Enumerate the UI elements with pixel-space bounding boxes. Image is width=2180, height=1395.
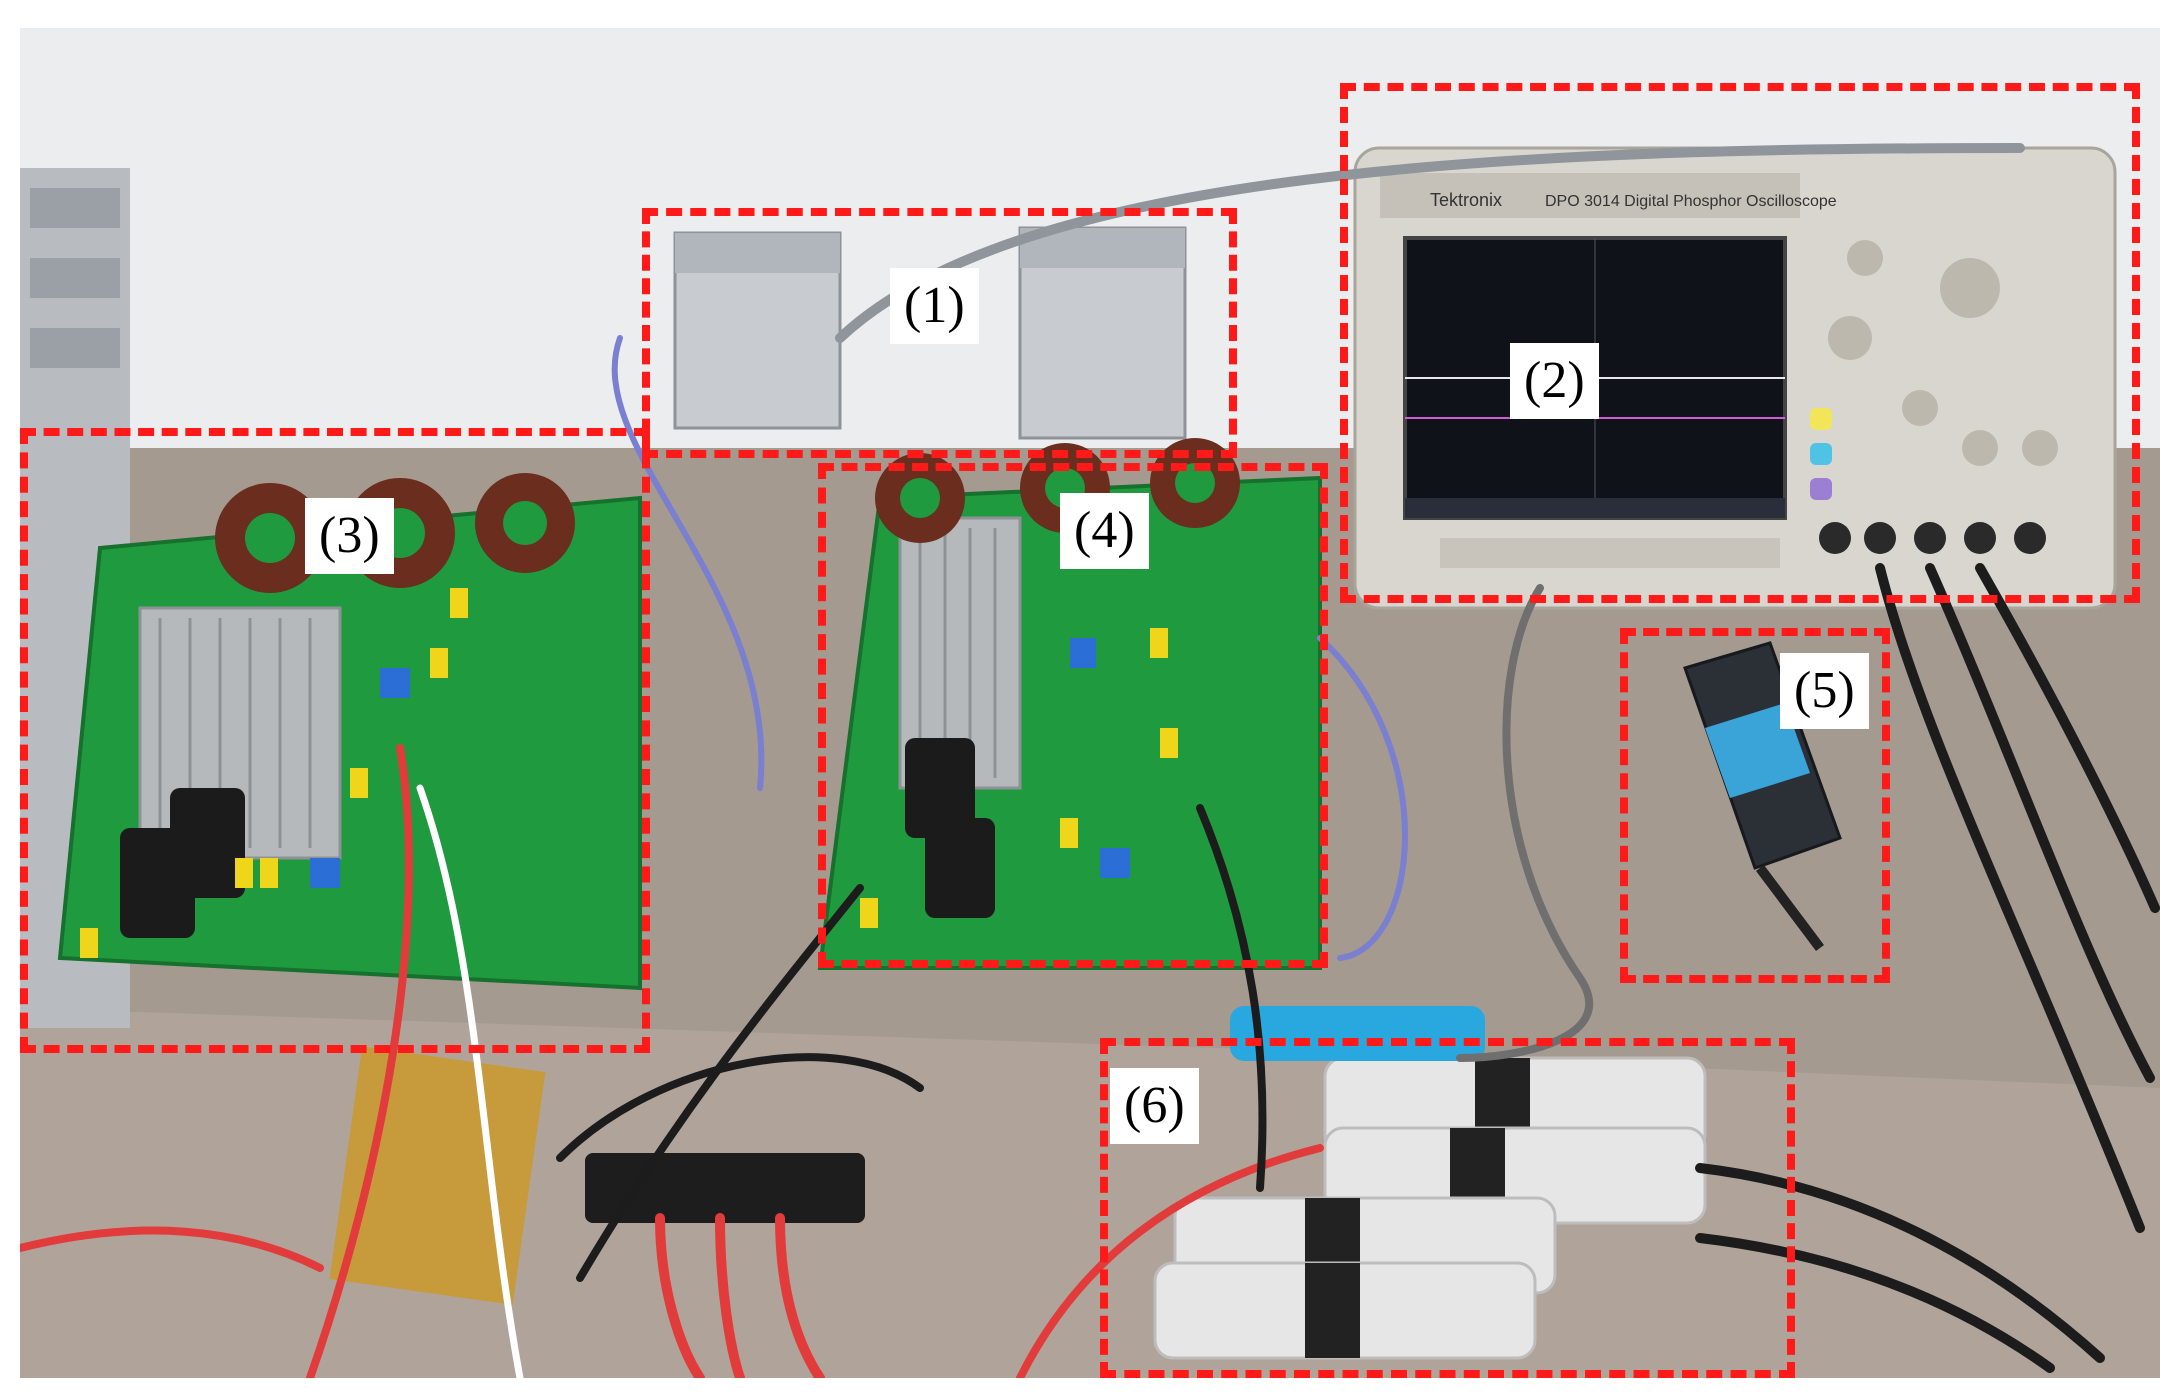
pcb-board-4 xyxy=(817,438,1322,970)
oscilloscope: Tektronix DPO 3014 Digital Phosphor Osci… xyxy=(1353,146,2117,610)
region-3-box xyxy=(20,428,650,1053)
oscilloscope-brand: Tektronix xyxy=(1430,190,1502,210)
region-5-box xyxy=(1620,628,1890,983)
region-3-label: (3) xyxy=(305,498,394,574)
oscilloscope-model: DPO 3014 Digital Phosphor Oscilloscope xyxy=(1545,193,1837,210)
region-2-label: (2) xyxy=(1510,343,1599,419)
lab-setup-photo: Tektronix DPO 3014 Digital Phosphor Osci… xyxy=(20,28,2160,1378)
region-4-label: (4) xyxy=(1060,493,1149,569)
region-1-box xyxy=(642,208,1237,458)
voltage-probes xyxy=(1153,1006,1707,1360)
region-6-box xyxy=(1100,1038,1795,1378)
region-1-label: (1) xyxy=(890,268,979,344)
region-6-label: (6) xyxy=(1110,1068,1199,1144)
region-2-box xyxy=(1340,83,2140,603)
region-5-label: (5) xyxy=(1780,653,1869,729)
region-4-box xyxy=(818,463,1328,968)
pcb-board-3 xyxy=(57,473,642,991)
